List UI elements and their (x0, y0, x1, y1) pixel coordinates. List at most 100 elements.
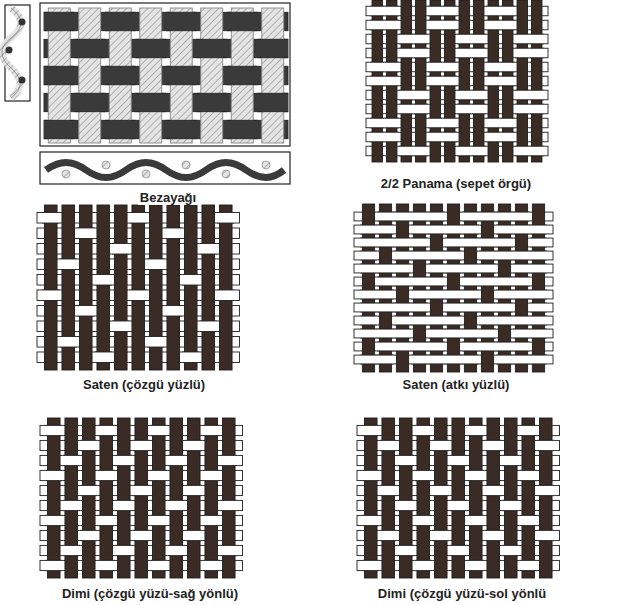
weft-edge (445, 264, 462, 265)
weft-edge (496, 355, 513, 356)
warp-yarn (469, 418, 482, 578)
weft-edge (467, 425, 485, 426)
weft-edge (414, 99, 429, 100)
weft-edge (485, 495, 503, 496)
weft-float (479, 316, 496, 325)
weft-float (428, 251, 445, 260)
weft-edge (105, 120, 136, 121)
weft-edge (467, 560, 485, 561)
weft-edge (414, 113, 429, 114)
weft-edge (130, 300, 148, 301)
weft-edge (513, 355, 530, 356)
weft-float (479, 329, 496, 338)
weft-edge (472, 155, 487, 156)
weft-float (502, 455, 520, 465)
weft-edge (520, 560, 538, 561)
weft-float (501, 6, 516, 16)
weft-float (502, 500, 520, 510)
weft-float (377, 277, 394, 286)
weft-edge (513, 324, 530, 325)
weft-edge (98, 425, 116, 426)
weft-float (397, 455, 415, 465)
weft-float (462, 212, 479, 221)
weft-edge (44, 138, 75, 139)
weft-edge (443, 85, 458, 86)
weft-float (203, 425, 221, 435)
weft-float (445, 303, 462, 312)
weft-float (166, 66, 197, 84)
weft-edge (136, 111, 167, 112)
weft-float (443, 20, 458, 30)
weft-float (496, 277, 513, 286)
weft-edge (445, 290, 462, 291)
weft-edge (147, 336, 165, 337)
weft-float (399, 90, 414, 100)
weft-float (428, 355, 445, 364)
weft-float (502, 545, 520, 555)
weft-edge (63, 510, 81, 511)
weft-edge (411, 246, 428, 247)
weft-float (115, 455, 133, 465)
weft-edge (479, 259, 496, 260)
weft-yarn (354, 264, 553, 273)
weft-edge (394, 259, 411, 260)
weft-edge (530, 48, 545, 49)
plain-weave-frame (40, 3, 290, 146)
weft-edge (445, 246, 462, 247)
weft-float (150, 515, 168, 525)
weft-edge (185, 530, 203, 531)
weft-edge (45, 480, 63, 481)
weft-edge (380, 450, 398, 451)
weft-edge (385, 71, 400, 72)
weft-edge (105, 84, 136, 85)
weft-edge (150, 470, 168, 471)
weft-edge (530, 251, 547, 252)
weft-edge (165, 238, 183, 239)
weft-float (399, 104, 414, 114)
weft-float (168, 545, 186, 555)
weft-edge (217, 223, 235, 224)
weft-edge (394, 285, 411, 286)
weft-edge (380, 440, 398, 441)
weft-edge (360, 225, 377, 226)
weft-edge (479, 212, 496, 213)
weft-float (165, 305, 183, 316)
weft-float (411, 290, 428, 299)
weft-edge (112, 331, 130, 332)
weft-float (479, 264, 496, 273)
weft-edge (443, 6, 458, 7)
weft-edge (362, 525, 380, 526)
weft-edge (462, 290, 479, 291)
weft-edge (115, 510, 133, 511)
weft-edge (185, 540, 203, 541)
weft-float (445, 355, 462, 364)
weft-edge (411, 311, 428, 312)
weft-edge (77, 316, 95, 317)
weave-caption: Saten (çözgü yüzlü) (81, 377, 207, 392)
weft-edge (462, 220, 479, 221)
weft-edge (63, 455, 81, 456)
weft-edge (513, 285, 530, 286)
warp-yarn (140, 8, 162, 143)
weft-float (411, 303, 428, 312)
weft-edge (428, 15, 443, 16)
weft-edge (98, 525, 116, 526)
weft-float (360, 264, 377, 273)
weft-edge (450, 545, 468, 546)
weft-edge (397, 545, 415, 546)
weft-edge (63, 555, 81, 556)
weft-edge (467, 515, 485, 516)
weft-float (530, 104, 545, 114)
weft-edge (502, 455, 520, 456)
weft-edge (370, 15, 385, 16)
weft-edge (105, 138, 136, 139)
weft-float (98, 560, 116, 570)
weft-edge (450, 555, 468, 556)
weft-float (485, 530, 503, 540)
weft-edge (166, 66, 197, 67)
weft-edge (377, 342, 394, 343)
weft-edge (185, 485, 203, 486)
weft-float (450, 500, 468, 510)
weft-edge (166, 120, 197, 121)
